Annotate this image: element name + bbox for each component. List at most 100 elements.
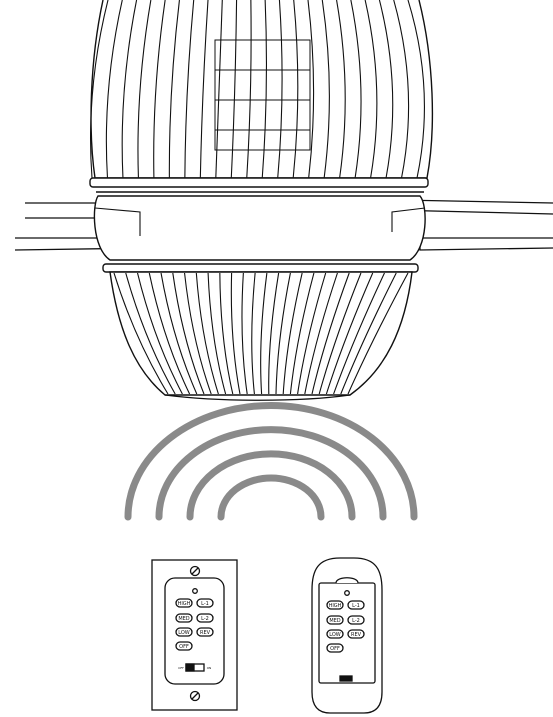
cage-slat <box>184 0 195 179</box>
cage-slat <box>378 0 394 179</box>
remote-high-button[interactable]: HIGH <box>326 600 344 610</box>
wall-high-label: HIGH <box>178 601 191 607</box>
remote-battery-switch[interactable] <box>339 675 353 682</box>
cage-slat <box>168 0 180 179</box>
remote-off-button[interactable]: OFF <box>326 643 344 653</box>
cage-slat <box>207 272 227 395</box>
cage-slat <box>246 0 252 179</box>
cage-slat <box>292 0 299 179</box>
cage-slat <box>199 0 209 179</box>
remote-top-arc <box>335 577 359 584</box>
cage-slat <box>325 272 374 395</box>
signal-wave-arc <box>186 450 356 521</box>
remote-low-button[interactable]: LOW <box>326 629 344 639</box>
cage-slat <box>215 0 223 179</box>
cage-slat <box>153 0 166 179</box>
wall-light2-label: L-2 <box>201 616 209 622</box>
cage-slat <box>113 272 169 395</box>
lower-rim <box>102 263 419 273</box>
signal-wave-arc <box>155 426 387 521</box>
cage-slat <box>121 0 138 179</box>
cage-slat <box>297 272 327 395</box>
wall-light2-button[interactable]: L-2 <box>196 613 214 623</box>
remote-low-label: LOW <box>329 632 341 638</box>
remote-light2-button[interactable]: L-2 <box>347 615 365 625</box>
signal-wave-arc <box>124 401 418 521</box>
cage-slat <box>350 0 362 179</box>
remote-light1-label: L-1 <box>352 603 360 609</box>
remote-off-label: OFF <box>330 646 340 652</box>
handheld-remote: HIGH L-1 MED L-2 LOW REV OFF <box>311 557 383 714</box>
cage-slat <box>137 0 152 179</box>
wall-med-button[interactable]: MED <box>175 613 193 623</box>
fan-lower-cage <box>102 263 419 401</box>
cage-slat <box>251 272 256 395</box>
cage-slat <box>195 272 219 395</box>
cage-slat <box>347 272 409 395</box>
wall-led-indicator <box>192 588 198 594</box>
cage-slat <box>393 0 410 179</box>
remote-med-label: MED <box>329 618 340 624</box>
cage-slat <box>311 272 350 395</box>
cage-slat <box>407 0 425 179</box>
wall-off-button[interactable]: OFF <box>175 641 193 651</box>
wall-light1-label: L-1 <box>201 601 209 607</box>
cage-slat <box>282 272 303 395</box>
fan-upper-cage <box>89 0 434 188</box>
cage-slat <box>89 0 109 179</box>
cage-slat <box>219 272 234 395</box>
signal-waves <box>124 401 418 521</box>
wall-high-button[interactable]: HIGH <box>175 598 193 608</box>
remote-med-button[interactable]: MED <box>326 615 344 625</box>
cage-slat <box>148 272 191 395</box>
wall-switch-off-label: OFF <box>178 666 184 670</box>
motor-housing <box>214 39 311 151</box>
cage-slat <box>307 0 315 179</box>
cage-slat <box>241 272 248 395</box>
screw-top-icon <box>189 565 201 577</box>
signal-wave-arc <box>217 474 325 521</box>
upper-rim <box>89 177 429 188</box>
wall-rev-button[interactable]: REV <box>196 627 214 637</box>
screw-bottom-icon <box>189 690 201 702</box>
remote-light1-button[interactable]: L-1 <box>347 600 365 610</box>
cage-slat <box>230 0 238 179</box>
upper-cage-slats <box>89 0 425 179</box>
cage-slat <box>321 0 330 179</box>
ceiling-fan <box>14 0 553 401</box>
remote-rev-button[interactable]: REV <box>347 629 365 639</box>
cage-slat <box>304 272 338 395</box>
wall-off-label: OFF <box>179 644 189 650</box>
blade-right-front <box>419 237 553 251</box>
cage-slat <box>160 272 198 395</box>
cage-slat <box>336 0 346 179</box>
cage-slat <box>105 0 123 179</box>
wall-low-button[interactable]: LOW <box>175 627 193 637</box>
remote-light2-label: L-2 <box>352 618 360 624</box>
cage-slat <box>289 272 315 395</box>
wall-med-label: MED <box>178 616 189 622</box>
fan-motor-band <box>93 195 426 261</box>
cage-slat <box>340 272 397 395</box>
cage-slat <box>318 272 362 395</box>
remote-rev-label: REV <box>351 632 362 638</box>
wall-rev-label: REV <box>200 630 211 636</box>
cage-slat <box>277 0 283 179</box>
cage-slat <box>268 272 280 395</box>
wall-control: HIGH L-1 MED L-2 LOW REV OFF OFF <box>151 559 238 711</box>
cage-slat <box>230 272 241 395</box>
wall-light1-button[interactable]: L-1 <box>196 598 214 608</box>
cage-slat <box>364 0 378 179</box>
cage-slat <box>333 272 385 395</box>
lower-cage-slats <box>113 272 409 395</box>
switch-knob <box>185 663 195 672</box>
cage-slat <box>184 272 212 395</box>
cage-slat <box>136 272 183 395</box>
cage-slat <box>260 272 268 395</box>
remote-high-label: HIGH <box>329 603 342 609</box>
wall-switch-on-label: ON <box>207 666 212 670</box>
cage-slat <box>275 272 291 395</box>
wall-power-switch[interactable]: OFF ON <box>178 663 212 672</box>
cage-slat <box>172 272 205 395</box>
